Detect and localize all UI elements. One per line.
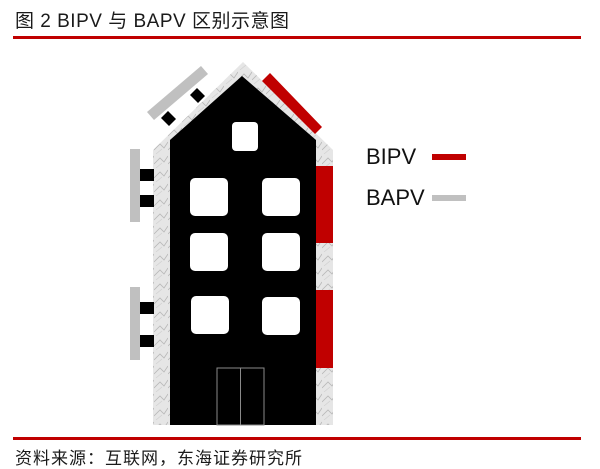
- bipv-roof-segment: [262, 73, 322, 134]
- window: [232, 122, 258, 151]
- figure-title: 图 2 BIPV 与 BAPV 区别示意图: [15, 11, 290, 32]
- window: [262, 178, 300, 216]
- bipv-facade-strip-lower: [316, 290, 333, 368]
- windows: [190, 122, 300, 335]
- bapv-wall-panel-lower: [130, 287, 154, 360]
- bapv-roof-panel: [147, 66, 208, 126]
- figure-source: 资料来源：互联网，东海证券研究所: [15, 449, 303, 469]
- window: [262, 233, 300, 271]
- window: [190, 178, 228, 216]
- title-divider: [13, 36, 581, 39]
- door: [216, 367, 265, 426]
- window: [190, 233, 228, 271]
- bapv-wall-panel-upper: [130, 149, 154, 222]
- legend-label-bipv: BIPV: [366, 144, 417, 169]
- bipv-facade-strip-upper: [316, 166, 333, 243]
- source-divider: [13, 437, 581, 440]
- building-body: [170, 76, 316, 425]
- window: [191, 296, 229, 334]
- legend-swatch-bipv: [432, 154, 466, 160]
- legend-label-bapv: BAPV: [366, 185, 425, 210]
- legend-swatch-bapv: [432, 195, 466, 201]
- window: [262, 297, 300, 335]
- legend-item-bipv: BIPV: [366, 144, 466, 170]
- legend-item-bapv: BAPV: [366, 185, 466, 211]
